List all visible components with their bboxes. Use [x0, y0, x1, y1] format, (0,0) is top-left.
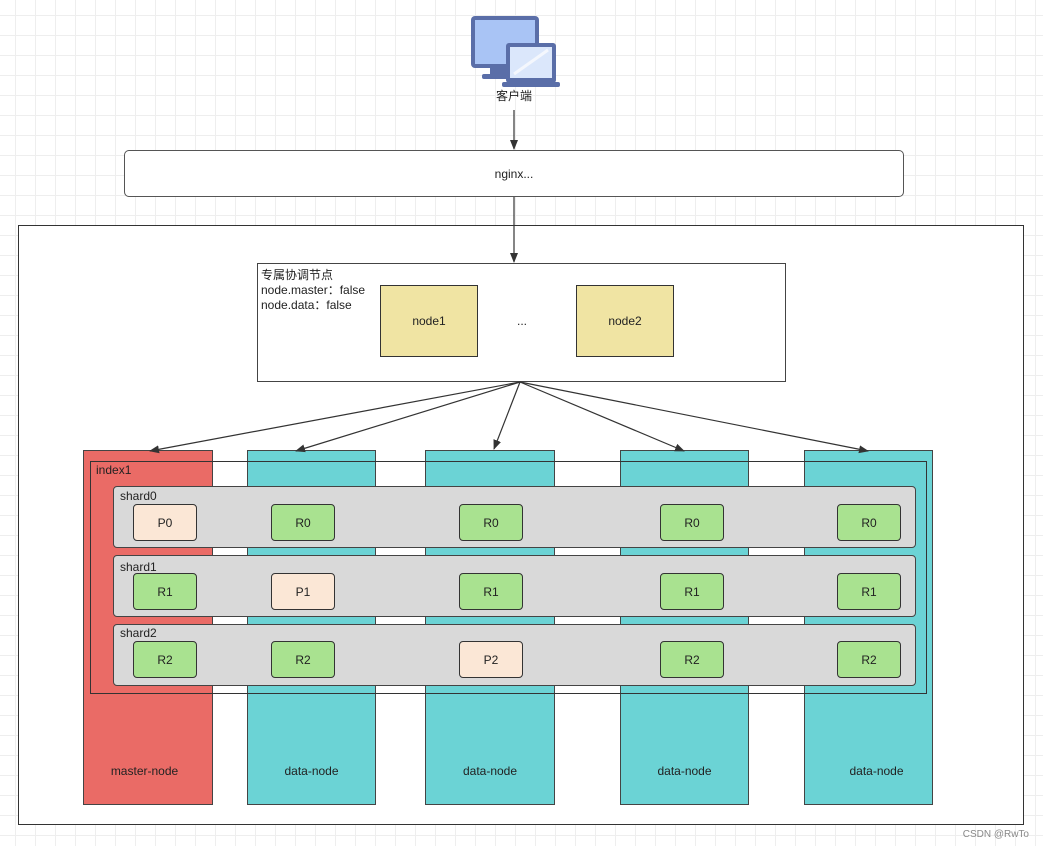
coordinator-ellipsis: ...: [516, 314, 527, 328]
index-label: index1: [96, 463, 132, 477]
shard-cell: P1: [271, 573, 335, 610]
shard-cell: P0: [133, 504, 197, 541]
arrow-to-data-node-3: [519, 381, 685, 452]
arrow-to-data-node-4: [519, 381, 869, 454]
shard-cell: R0: [660, 504, 724, 541]
arrow-to-data-node-2: [493, 381, 521, 450]
shard-cell: P2: [459, 641, 523, 678]
index-box: [90, 461, 927, 694]
shard-cell: R2: [837, 641, 901, 678]
data-node-label-4: data-node: [849, 764, 904, 778]
coordinator-node-1: node1: [380, 285, 478, 357]
shard-label-1: shard1: [120, 560, 157, 574]
arrow-to-data-node-1: [295, 381, 521, 453]
watermark: CSDN @RwTo: [962, 829, 1029, 840]
shard-cell: R0: [271, 504, 335, 541]
coordinator-group: 专属协调节点 node.master：false node.data：false…: [257, 263, 786, 382]
data-node-label-1: data-node: [284, 764, 339, 778]
shard-cell: R2: [660, 641, 724, 678]
nginx-box: nginx...: [124, 150, 904, 197]
data-node-label-2: data-node: [462, 764, 518, 778]
client-icon: [468, 14, 560, 88]
shard-cell: R1: [133, 573, 197, 610]
nginx-label: nginx...: [494, 166, 534, 181]
shard-label-2: shard2: [120, 626, 157, 640]
coordinator-config-data: node.data：false: [261, 298, 352, 312]
arrow-to-master-node: [149, 381, 521, 454]
data-node-label-3: data-node: [657, 764, 712, 778]
shard-cell: R1: [660, 573, 724, 610]
shard-cell: R2: [271, 641, 335, 678]
master-node-label: master-node: [110, 764, 179, 778]
shard-cell: R1: [837, 573, 901, 610]
client-label: 客户端: [495, 88, 532, 103]
coordinator-config-master: node.master：false: [261, 283, 366, 297]
shard-cell: R2: [133, 641, 197, 678]
shard-cell: R0: [459, 504, 523, 541]
shard-cell: R1: [459, 573, 523, 610]
shard-cell: R0: [837, 504, 901, 541]
shard-label-0: shard0: [120, 489, 157, 503]
coordinator-node-2: node2: [576, 285, 674, 357]
coordinator-title: 专属协调节点: [261, 268, 334, 282]
